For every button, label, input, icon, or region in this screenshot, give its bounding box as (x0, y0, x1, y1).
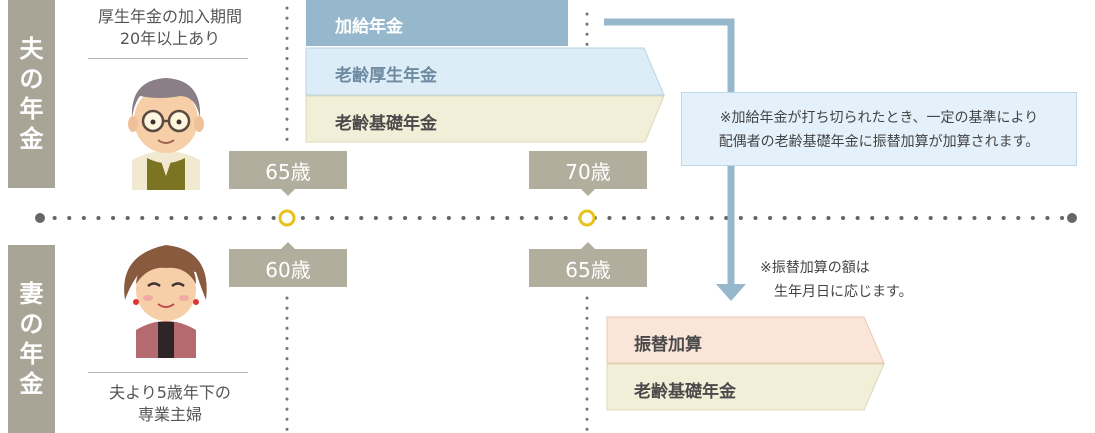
note-line2: 生年月日に応じます。 (774, 284, 913, 300)
note-line1: ※振替加算の額は (760, 260, 870, 276)
milestone-marker-1 (278, 209, 296, 227)
wife-side-char: 妻 (19, 280, 44, 308)
age-tag-husband-65: 65歳 (229, 151, 347, 196)
band-kosei-label: 老齢厚生年金 (335, 66, 437, 86)
wife-note-line2: 専業主婦 (137, 405, 202, 424)
age-tag-husband-70: 70歳 (529, 151, 647, 196)
band-kiso-husband (305, 95, 665, 143)
milestone-marker-2 (578, 209, 596, 227)
wife-side-label: 妻 の 年 金 (8, 245, 55, 433)
timeline-end-dot (1067, 213, 1077, 223)
husband-note-underline (88, 58, 248, 59)
down-arrow-head (716, 284, 746, 301)
husband-side-char: 夫 (19, 35, 44, 63)
band-furikae (606, 316, 885, 364)
wife-note-overline (88, 372, 248, 373)
husband-side-char: 年 (19, 95, 44, 123)
wife-avatar (124, 245, 207, 358)
furikae-amount-note: ※振替加算の額は 生年月日に応じます。 (760, 256, 913, 304)
band-furikae-label: 振替加算 (634, 335, 702, 355)
wife-note-line1: 夫より5歳年下の (109, 383, 231, 402)
callout-line1: ※加給年金が打ち切られたとき、一定の基準により (719, 110, 1039, 126)
age-tag-wife-60: 60歳 (229, 242, 347, 287)
husband-side-char: 金 (19, 125, 44, 153)
husband-side-label: 夫 の 年 金 (8, 0, 55, 188)
band-kiso-wife-label: 老齢基礎年金 (634, 382, 736, 402)
band-kakyu-label: 加給年金 (335, 17, 403, 37)
down-arrow-icon (604, 18, 735, 286)
band-kiso-husband-label: 老齢基礎年金 (335, 114, 437, 134)
band-kosei (305, 47, 665, 96)
callout-line2: 配偶者の老齢基礎年金に振替加算が加算されます。 (718, 134, 1040, 150)
husband-avatar (128, 78, 204, 190)
husband-side-char: の (19, 65, 44, 93)
furikae-callout: ※加給年金が打ち切られたとき、一定の基準により 配偶者の老齢基礎年金に振替加算が… (681, 92, 1077, 166)
timeline-start-dot (35, 213, 45, 223)
band-kiso-wife (606, 363, 885, 411)
band-kakyu (306, 0, 568, 46)
husband-note-line1: 厚生年金の加入期間 (97, 7, 242, 26)
wife-side-char: 金 (19, 370, 44, 398)
wife-side-char: の (19, 310, 44, 338)
husband-note-line2: 20年以上あり (119, 29, 221, 48)
wife-note: 夫より5歳年下の 専業主婦 (70, 382, 270, 426)
age-tag-wife-65: 65歳 (529, 242, 647, 287)
husband-note: 厚生年金の加入期間 20年以上あり (70, 6, 270, 50)
wife-side-char: 年 (19, 340, 44, 368)
